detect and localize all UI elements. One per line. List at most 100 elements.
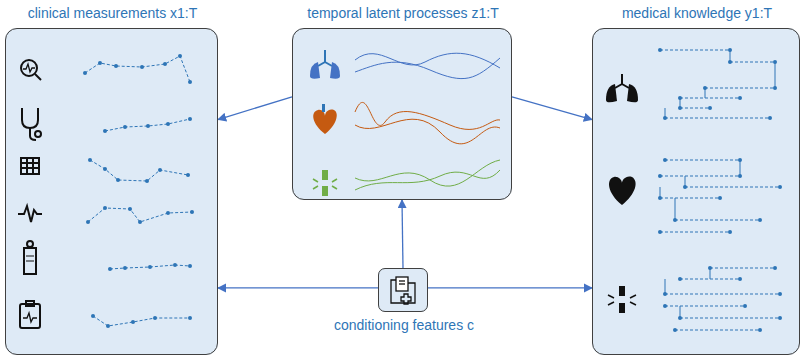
illustration-stroke bbox=[660, 232, 730, 233]
illustration-stroke bbox=[675, 330, 760, 331]
illustration-stroke bbox=[663, 158, 667, 162]
illustration-stroke bbox=[738, 96, 742, 100]
illustration-stroke bbox=[145, 179, 149, 183]
illustration-stroke bbox=[86, 220, 90, 224]
illustration-stroke bbox=[778, 292, 782, 296]
illustration-stroke bbox=[673, 328, 677, 332]
illustration-stroke bbox=[743, 304, 747, 308]
illustration-stroke bbox=[103, 167, 107, 171]
illustration-stroke bbox=[106, 324, 110, 328]
illustration-stroke bbox=[660, 198, 720, 199]
illustration-stroke bbox=[773, 266, 777, 270]
illustration-stroke bbox=[740, 160, 741, 176]
panel-heading: medical knowledge y1:T bbox=[622, 5, 772, 21]
illustration-stroke bbox=[705, 88, 706, 98]
feature-box: conditioning features c bbox=[378, 268, 428, 312]
panel-heading: temporal latent processes z1:T bbox=[307, 5, 498, 21]
illustration-stroke bbox=[105, 119, 190, 131]
panel-box: medical knowledge y1:T bbox=[592, 28, 800, 355]
panel-fills bbox=[5, 28, 800, 355]
illustration-stroke bbox=[173, 263, 177, 267]
illustration-stroke bbox=[665, 118, 770, 119]
illustration-stroke bbox=[88, 208, 192, 222]
illustration-stroke bbox=[663, 304, 667, 308]
middle-icons bbox=[310, 50, 340, 196]
arrow-connector bbox=[218, 287, 378, 288]
illustration-stroke bbox=[660, 176, 740, 177]
illustration bbox=[83, 48, 782, 332]
illustration-stroke bbox=[138, 220, 142, 224]
illustration-stroke bbox=[190, 210, 194, 214]
illustration-stroke bbox=[140, 65, 144, 69]
illustration-stroke bbox=[355, 102, 500, 129]
illustration-stroke bbox=[131, 320, 135, 324]
illustration-stroke bbox=[758, 218, 762, 222]
arrow-connector bbox=[218, 97, 292, 120]
illustration-stroke bbox=[778, 316, 782, 320]
illustration-stroke bbox=[710, 268, 711, 279]
illustration-stroke bbox=[355, 170, 500, 190]
record-icon bbox=[391, 277, 415, 304]
illustration-stroke bbox=[678, 277, 682, 281]
illustration-stroke bbox=[728, 230, 732, 234]
illustration-stroke bbox=[665, 294, 780, 295]
panel-heading: clinical measurements x1:T bbox=[28, 5, 198, 21]
illustration-stroke bbox=[123, 266, 127, 270]
illustration-stroke bbox=[123, 125, 127, 129]
illustration-stroke bbox=[178, 54, 182, 58]
illustration-stroke bbox=[680, 318, 780, 319]
illustration-stroke bbox=[680, 108, 710, 109]
illustration-stroke bbox=[658, 230, 662, 234]
illustration-stroke bbox=[166, 211, 170, 215]
arrow-connector bbox=[428, 287, 592, 288]
illustration-stroke bbox=[685, 187, 780, 188]
illustration-stroke bbox=[186, 173, 190, 177]
illustration-stroke bbox=[90, 160, 188, 181]
panel-box: temporal latent processes z1:T bbox=[292, 28, 512, 200]
illustration-stroke bbox=[665, 279, 666, 294]
illustration-stroke bbox=[114, 64, 118, 68]
illustration-stroke bbox=[730, 62, 775, 63]
illustration-stroke bbox=[708, 106, 712, 110]
illustration-stroke bbox=[146, 124, 150, 128]
illustration-stroke bbox=[148, 265, 152, 269]
arrow-connector bbox=[402, 200, 403, 268]
illustration-stroke bbox=[98, 61, 102, 65]
illustration-stroke bbox=[660, 50, 730, 51]
illustration-stroke bbox=[153, 316, 157, 320]
illustration-stroke bbox=[188, 80, 192, 84]
illustration-stroke bbox=[718, 196, 722, 200]
illustration-stroke bbox=[88, 158, 92, 162]
illustration-stroke bbox=[665, 160, 740, 161]
illustration-stroke bbox=[675, 198, 676, 220]
illustration-stroke bbox=[116, 178, 120, 182]
illustration-stroke bbox=[758, 328, 762, 332]
illustration-stroke bbox=[730, 50, 731, 62]
illustration-stroke bbox=[680, 98, 740, 99]
illustration-stroke bbox=[660, 187, 661, 198]
illustration-stroke bbox=[166, 122, 170, 126]
illustration-stroke bbox=[103, 129, 107, 133]
illustration-stroke bbox=[680, 98, 681, 108]
illustration-stroke bbox=[778, 185, 782, 189]
panel-box: clinical measurements x1:T bbox=[5, 28, 218, 355]
illustration-stroke bbox=[103, 206, 107, 210]
illustration-stroke bbox=[83, 71, 87, 75]
illustration-stroke bbox=[110, 265, 190, 269]
illustration-stroke bbox=[188, 117, 192, 121]
illustration-stroke bbox=[163, 62, 167, 66]
illustration-stroke bbox=[685, 176, 686, 187]
illustration-stroke bbox=[128, 207, 132, 211]
right-icons bbox=[606, 74, 638, 313]
illustration-stroke bbox=[775, 62, 776, 88]
panel-heading: conditioning features c bbox=[334, 317, 474, 333]
illustration-stroke bbox=[675, 220, 760, 221]
illustration-stroke bbox=[188, 264, 192, 268]
illustration-stroke bbox=[710, 268, 775, 269]
illustration-stroke bbox=[665, 306, 745, 307]
illustration-stroke bbox=[85, 56, 190, 82]
left-icons bbox=[18, 60, 42, 328]
